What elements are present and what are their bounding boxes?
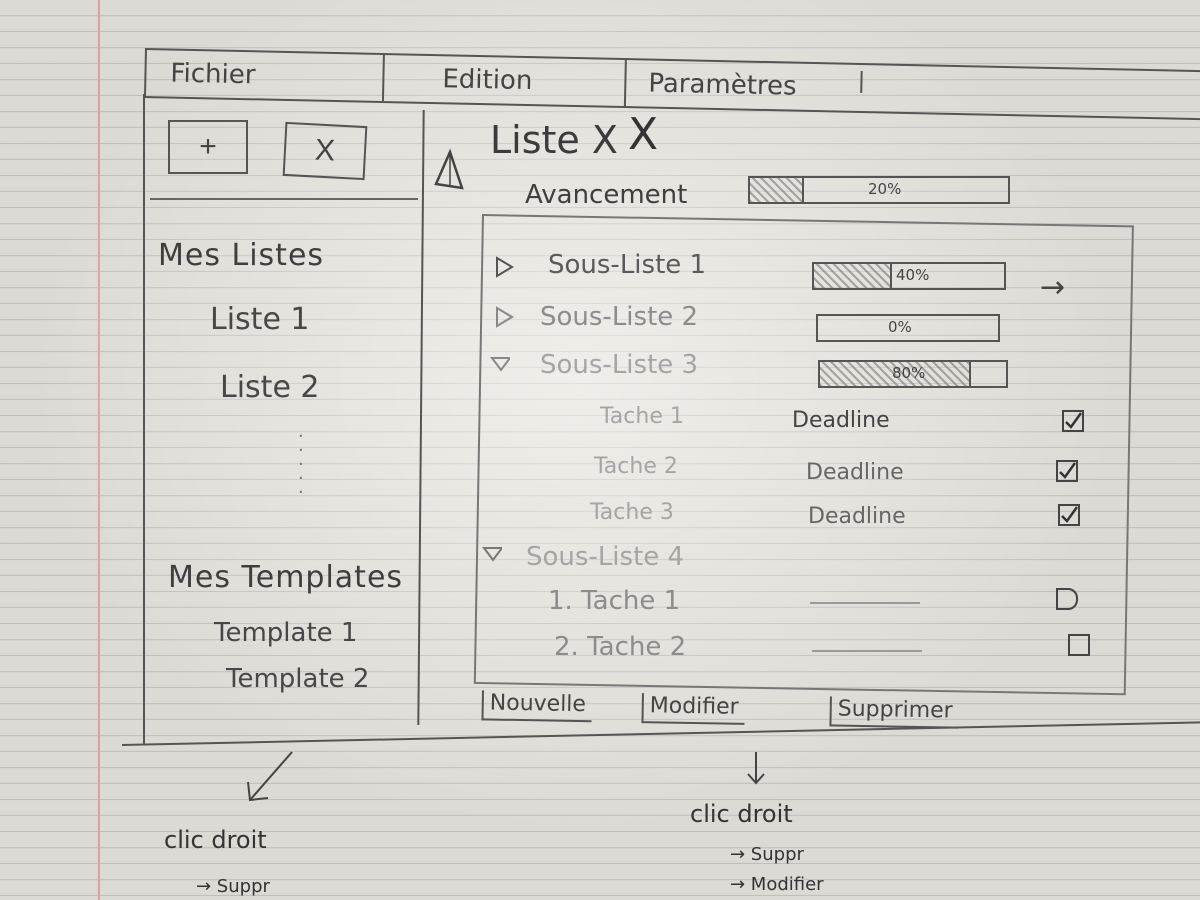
main-context-note-item: → Suppr <box>730 844 804 865</box>
sublist-3-progress-fill <box>820 362 971 386</box>
task-checkbox[interactable] <box>1068 634 1090 656</box>
task-label: 2. Tache 2 <box>554 632 687 662</box>
sidebar-context-note-title: clic droit <box>164 826 267 854</box>
sidebar-rule <box>150 198 418 200</box>
task-label: 1. Tache 1 <box>548 586 681 616</box>
edit-button[interactable]: Modifier <box>641 693 745 725</box>
window-frame-left <box>143 94 145 744</box>
task-label: Tache 3 <box>590 500 674 525</box>
sublist-1-progress-bar: 40% <box>812 262 1006 290</box>
annotation-arrow-icon <box>747 752 765 785</box>
task-checkbox[interactable] <box>1056 460 1078 482</box>
delete-list-button[interactable]: X <box>282 121 368 181</box>
sublist-2-progress-text: 0% <box>888 318 912 336</box>
sublist-2-label[interactable]: Sous-Liste 2 <box>540 302 699 332</box>
collapse-triangle-icon[interactable] <box>432 148 468 192</box>
sublist-1-label[interactable]: Sous-Liste 1 <box>548 250 707 280</box>
menu-file[interactable]: Fichier <box>170 58 256 91</box>
annotation-arrow-icon <box>247 751 293 802</box>
task-label: Tache 1 <box>600 404 684 429</box>
task-checkbox[interactable] <box>1058 504 1080 526</box>
deadline-placeholder <box>810 602 920 604</box>
sidebar-item-list-1[interactable]: Liste 1 <box>210 302 310 337</box>
expand-triangle-icon[interactable] <box>494 306 514 328</box>
overall-progress-fill <box>750 178 804 202</box>
overall-progress-text: 20% <box>868 180 902 198</box>
sidebar-divider <box>417 110 425 725</box>
sublist-2-progress-bar: 0% <box>816 314 1000 342</box>
sublist-1-progress-fill <box>814 264 892 288</box>
overall-progress-bar: 20% <box>748 176 1010 204</box>
list-continuation-dots: ····· <box>298 426 304 503</box>
sidebar-context-note-item: → Suppr <box>196 876 270 897</box>
delete-button[interactable]: Supprimer <box>829 696 959 729</box>
deadline-placeholder <box>812 650 922 652</box>
task-deadline: Deadline <box>808 504 906 529</box>
sublist-3-progress-text: 80% <box>892 364 926 382</box>
menu-separator <box>381 54 385 102</box>
list-title: Liste X <box>490 118 618 162</box>
expand-triangle-icon[interactable] <box>494 256 514 278</box>
main-context-note-item: → Modifier <box>730 874 824 895</box>
progress-label: Avancement <box>525 180 688 210</box>
my-templates-heading: Mes Templates <box>168 560 404 595</box>
menu-edit[interactable]: Edition <box>442 64 533 97</box>
sublist-3-label[interactable]: Sous-Liste 3 <box>540 350 699 380</box>
task-checkbox[interactable] <box>1062 410 1084 432</box>
sublist-4-label[interactable]: Sous-Liste 4 <box>526 542 685 572</box>
close-list-icon[interactable]: X <box>628 109 659 160</box>
my-lists-heading: Mes Listes <box>158 238 325 273</box>
collapse-triangle-icon[interactable] <box>490 354 510 376</box>
sidebar-item-template-2[interactable]: Template 2 <box>226 664 370 694</box>
menu-separator <box>860 70 863 94</box>
action-button-bar: Nouvelle Modifier Supprimer <box>461 690 1001 731</box>
sublist-1-progress-text: 40% <box>896 266 930 284</box>
add-list-button[interactable]: + <box>168 120 248 174</box>
task-deadline: Deadline <box>792 408 890 433</box>
arrow-right-icon[interactable]: → <box>1040 270 1066 305</box>
sidebar-item-list-2[interactable]: Liste 2 <box>220 370 320 405</box>
new-button[interactable]: Nouvelle <box>481 690 593 723</box>
sublists-panel <box>473 214 1134 696</box>
task-deadline: Deadline <box>806 460 904 485</box>
task-label: Tache 2 <box>594 454 678 479</box>
menu-bar: Fichier Edition Paramètres <box>143 48 1200 121</box>
sublist-3-progress-bar: 80% <box>818 360 1008 388</box>
collapse-triangle-icon[interactable] <box>482 544 502 566</box>
menu-separator <box>623 60 627 107</box>
main-context-note-title: clic droit <box>690 800 793 828</box>
sidebar-item-template-1[interactable]: Template 1 <box>214 618 358 648</box>
menu-settings[interactable]: Paramètres <box>648 68 797 102</box>
task-checkbox[interactable] <box>1056 588 1078 610</box>
